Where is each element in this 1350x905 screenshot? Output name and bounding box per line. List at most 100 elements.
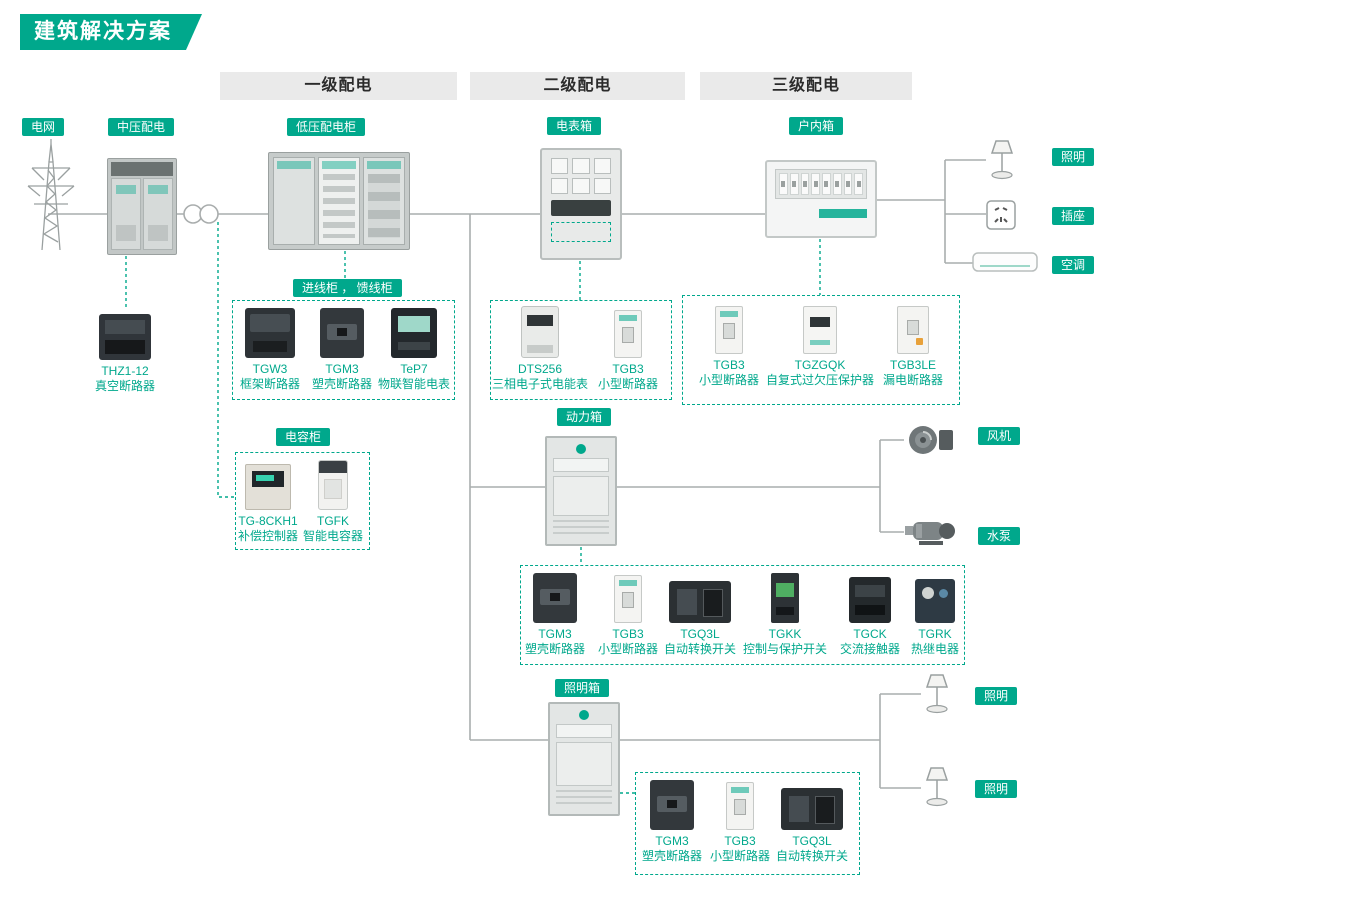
product-power-tgkk: TGKK 控制与保护开关	[743, 571, 827, 657]
product-desc: 小型断路器	[597, 377, 658, 391]
indoor-box-image	[765, 160, 877, 238]
product-desc: 小型断路器	[709, 849, 770, 863]
product-power-tgck: TGCK 交流接触器	[830, 571, 910, 657]
product-desc: 补偿控制器	[237, 529, 298, 543]
product-desc: 框架断路器	[239, 377, 300, 391]
product-model: TGFK	[317, 514, 349, 528]
product-desc: 热继电器	[910, 642, 959, 656]
product-incoming-tgw3: TGW3 框架断路器	[230, 306, 310, 392]
thermal-relay-icon	[915, 571, 955, 623]
product-indoor-tgb3le: TGB3LE 漏电断路器	[873, 302, 953, 388]
mcb-icon	[715, 302, 743, 354]
tag-lighting-box: 照明箱	[555, 679, 610, 697]
product-power-tgq3l: TGQ3L 自动转换开关	[660, 571, 740, 657]
transformer-icon	[183, 204, 203, 224]
product-model: THZ1-12	[101, 364, 149, 378]
group-meter-box	[490, 300, 672, 400]
tag-meter-box: 电表箱	[547, 117, 602, 135]
product-power-tgm3: TGM3 塑壳断路器	[515, 571, 595, 657]
product-lighting-tgm3: TGM3 塑壳断路器	[632, 778, 712, 864]
cps-icon	[771, 571, 799, 623]
mcb-icon	[726, 778, 754, 830]
product-model: TGW3	[252, 362, 288, 376]
lamp-icon	[990, 140, 1014, 180]
tag-load-pump: 水泵	[978, 527, 1021, 545]
air-conditioner-icon	[972, 252, 1038, 272]
product-indoor-tgb3: TGB3 小型断路器	[689, 302, 769, 388]
product-desc: 物联智能电表	[377, 377, 450, 391]
group-capacitor-box	[235, 452, 370, 550]
lamp-icon	[925, 674, 949, 714]
group-indoor-box	[682, 295, 960, 405]
product-desc: 真空断路器	[94, 379, 155, 393]
product-incoming-tep7: TeP7 物联智能电表	[374, 306, 454, 392]
vacuum-breaker-icon	[99, 308, 151, 360]
transmission-tower-icon	[27, 139, 75, 251]
tag-load-ac: 空调	[1052, 256, 1095, 274]
header-primary-distribution: 一级配电	[220, 72, 457, 100]
product-desc: 自动转换开关	[663, 642, 736, 656]
product-model: TGB3	[612, 362, 644, 376]
tag-load-lighting-top: 照明	[1052, 148, 1095, 166]
product-capacitor-tgfk: TGFK 智能电容器	[293, 458, 373, 544]
product-desc: 自复式过欠压保护器	[766, 373, 875, 387]
tag-indoor-box: 户内箱	[789, 117, 844, 135]
product-desc: 三相电子式电能表	[492, 377, 589, 391]
mcb-icon	[614, 571, 642, 623]
product-model: TGZGQK	[794, 358, 846, 372]
product-model: TGKK	[768, 627, 802, 641]
meter-box-image	[540, 148, 622, 260]
tag-incoming-feeder-cabinet: 进线柜 ， 馈线柜	[293, 279, 402, 297]
product-model: DTS256	[517, 362, 563, 376]
page-title: 建筑解决方案	[20, 14, 202, 50]
product-vacuum-breaker: THZ1-12 真空断路器	[85, 308, 165, 394]
compensation-controller-icon	[245, 458, 291, 510]
mccb-icon	[533, 571, 577, 623]
product-model: TGRK	[918, 627, 952, 641]
water-pump-icon	[905, 522, 955, 545]
tag-grid: 电网	[22, 118, 65, 136]
product-model: TGB3LE	[889, 358, 937, 372]
tag-load-lighting-mid: 照明	[975, 687, 1018, 705]
product-desc: 漏电断路器	[882, 373, 943, 387]
lamp-icon	[925, 767, 949, 807]
product-meter-dts256: DTS256 三相电子式电能表	[492, 306, 588, 392]
page-title-text: 建筑解决方案	[34, 20, 172, 43]
smart-capacitor-icon	[318, 458, 348, 510]
ats-icon	[781, 778, 843, 830]
product-desc: 智能电容器	[302, 529, 363, 543]
fan-icon	[909, 426, 953, 454]
ats-icon	[669, 571, 731, 623]
product-incoming-tgm3: TGM3 塑壳断路器	[302, 306, 382, 392]
header-secondary-distribution: 二级配电	[470, 72, 685, 100]
product-model: TGM3	[538, 627, 572, 641]
socket-icon	[986, 200, 1016, 230]
power-cabinet-image	[545, 436, 617, 546]
product-model: TGM3	[655, 834, 689, 848]
tag-load-fan: 风机	[978, 427, 1021, 445]
lv-switchgear-image	[268, 152, 410, 250]
lighting-cabinet-image	[548, 702, 620, 816]
mccb-icon	[650, 778, 694, 830]
product-lighting-tgb3: TGB3 小型断路器	[700, 778, 780, 864]
group-lighting-box	[635, 772, 860, 875]
product-desc: 小型断路器	[698, 373, 759, 387]
product-desc: 交流接触器	[839, 642, 900, 656]
header-tertiary-distribution: 三级配电	[700, 72, 912, 100]
product-desc: 塑壳断路器	[524, 642, 585, 656]
product-desc: 小型断路器	[597, 642, 658, 656]
tag-load-lighting-bottom: 照明	[975, 780, 1018, 798]
product-power-tgrk: TGRK 热继电器	[895, 571, 975, 657]
group-power-box	[520, 565, 965, 665]
tag-mv-distribution: 中压配电	[108, 118, 175, 136]
voltage-protector-icon	[803, 302, 837, 354]
tag-load-socket: 插座	[1052, 207, 1095, 225]
product-model: TGB3	[713, 358, 745, 372]
product-model: TGQ3L	[792, 834, 832, 848]
smart-meter-icon	[391, 306, 437, 358]
frame-breaker-icon	[245, 306, 295, 358]
mcb-icon	[614, 306, 642, 358]
tag-capacitor-cabinet: 电容柜	[276, 428, 331, 446]
product-meter-tgb3: TGB3 小型断路器	[588, 306, 668, 392]
